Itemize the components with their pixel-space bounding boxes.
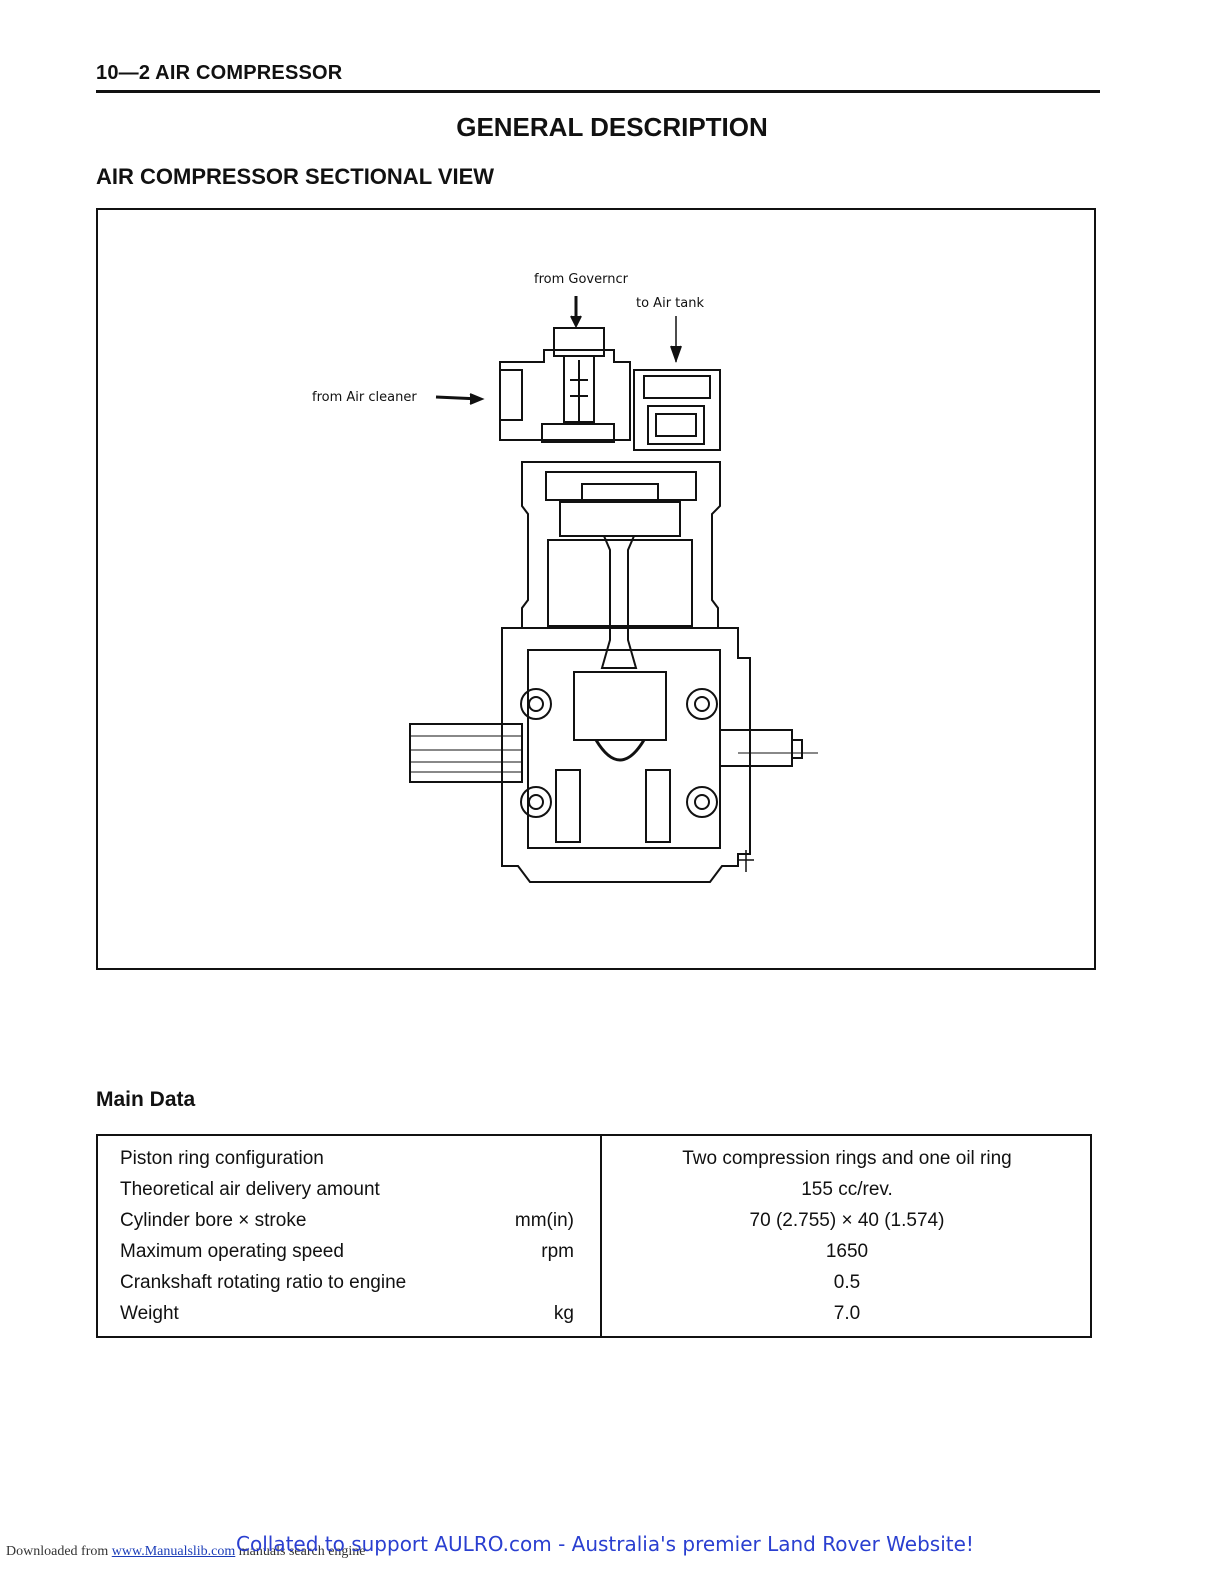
footer-downloaded-suffix: manuals search engine (238, 1544, 366, 1559)
row-label: Weight (120, 1303, 179, 1324)
manualslib-link[interactable]: www.Manualslib.com (111, 1544, 236, 1559)
row-unit: kg (553, 1303, 574, 1324)
row-label: Theoretical air delivery amount (120, 1179, 380, 1200)
row-label: Piston ring configuration (120, 1148, 324, 1169)
row-value: 1650 (825, 1241, 869, 1262)
row-value: 70 (2.755) × 40 (1.574) (749, 1210, 945, 1231)
table-row: Piston ring configuration Two compressio… (98, 1148, 1090, 1179)
table-row: Weight kg 7.0 (98, 1303, 1090, 1334)
label-to-air-tank: to Air tank (636, 296, 704, 311)
footer-downloaded-prefix: Downloaded from (6, 1544, 109, 1559)
table-row: Maximum operating speed rpm 1650 (98, 1241, 1090, 1272)
header-text: 10—2 AIR COMPRESSOR (96, 62, 343, 84)
table-divider (600, 1136, 602, 1336)
row-value: 155 cc/rev. (801, 1179, 893, 1200)
table-row: Theoretical air delivery amount 155 cc/r… (98, 1179, 1090, 1210)
table-row: Cylinder bore × stroke mm(in) 70 (2.755)… (98, 1210, 1090, 1241)
label-from-governor: from Governcr (534, 272, 628, 287)
row-value: 0.5 (833, 1272, 861, 1293)
row-value: 7.0 (833, 1303, 861, 1324)
label-from-air-cleaner: from Air cleaner (312, 390, 417, 405)
row-value: Two compression rings and one oil ring (682, 1148, 1012, 1169)
footer-downloaded: Downloaded from www.Manualslib.com manua… (6, 1544, 366, 1560)
section-title: AIR COMPRESSOR SECTIONAL VIEW (96, 164, 495, 189)
sectional-view-figure: from Governcr to Air tank from Air clean… (96, 208, 1096, 970)
main-data-table: Piston ring configuration Two compressio… (96, 1134, 1092, 1338)
row-unit: mm(in) (514, 1210, 574, 1231)
table-row: Crankshaft rotating ratio to engine 0.5 (98, 1272, 1090, 1303)
page-header: 10—2 AIR COMPRESSOR (96, 62, 1100, 93)
footer-collated: Collated to support AULRO.com - Australi… (236, 1532, 974, 1556)
row-unit: rpm (541, 1241, 574, 1262)
row-label: Crankshaft rotating ratio to engine (120, 1272, 407, 1293)
row-label: Cylinder bore × stroke (120, 1210, 307, 1231)
main-data-title: Main Data (96, 1088, 196, 1111)
page-title: GENERAL DESCRIPTION (456, 112, 768, 142)
row-label: Maximum operating speed (120, 1241, 344, 1262)
compressor-drawing (409, 296, 818, 883)
